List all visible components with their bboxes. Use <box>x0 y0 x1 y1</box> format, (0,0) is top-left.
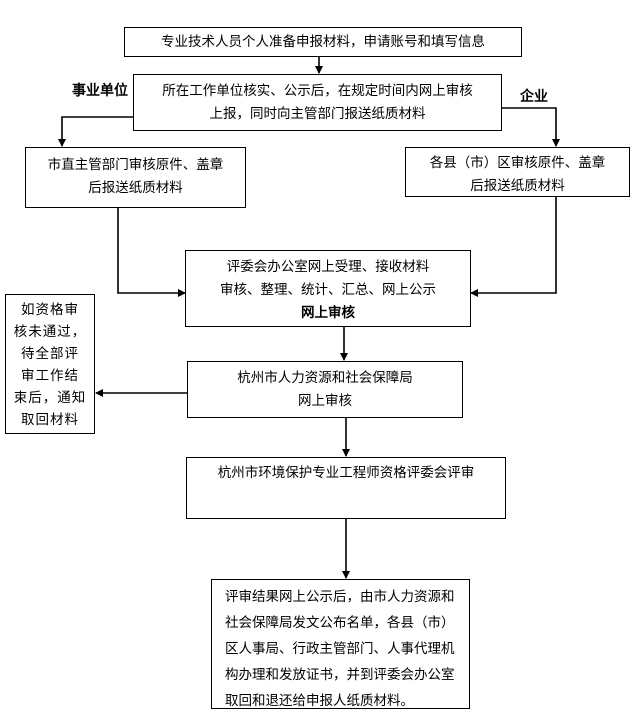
label-public-institution: 事业单位 <box>72 83 128 99</box>
step-result-line-2: 社会保障局发文公布名单，各县（市） <box>225 615 455 631</box>
note-failed-line-1: 如资格审 <box>21 302 79 318</box>
note-failed-line-6: 取回材料 <box>21 412 79 428</box>
note-qualification-failed: 如资格审 核未通过， 待全部评 审工作结 束后，通知 取回材料 <box>5 294 95 434</box>
step-unit-line-1: 所在工作单位核实、公示后，在规定时间内网上审核 <box>162 83 473 99</box>
step-result-line-5: 取回和退还给申报人纸质材料。 <box>225 693 414 709</box>
step-prepare-line-1: 专业技术人员个人准备申报材料，申请账号和填写信息 <box>161 34 485 50</box>
step-county-review: 各县（市）区审核原件、盖章 后报送纸质材料 <box>405 147 630 197</box>
note-failed-line-2: 核未通过， <box>13 324 87 340</box>
step-office-line-1: 评委会办公室网上受理、接收材料 <box>226 259 430 275</box>
arrow-unit-to-county <box>502 107 560 147</box>
step-result-line-1: 评审结果网上公示后，由市人力资源和 <box>225 589 455 605</box>
step-result-line-3: 区人事局、行政主管部门、人事代理机 <box>225 641 455 657</box>
step-unit-verification: 所在工作单位核实、公示后，在规定时间内网上审核 上报，同时向主管部门报送纸质材料 <box>133 74 502 131</box>
step-office-line-3: 网上审核 <box>301 305 355 321</box>
step-office-line-2: 审核、整理、统计、汇总、网上公示 <box>220 282 436 298</box>
arrow-direct-dept-to-office <box>117 208 186 297</box>
label-enterprise: 企业 <box>520 89 548 105</box>
step-direct-line-1: 市直主管部门审核原件、盖章 <box>47 157 224 173</box>
step-hr-bureau-review: 杭州市人力资源和社会保障局 网上审核 <box>187 361 463 418</box>
note-failed-line-3: 待全部评 <box>21 346 79 362</box>
step-county-line-2: 后报送纸质材料 <box>470 178 565 194</box>
note-failed-line-4: 审工作结 <box>21 368 79 384</box>
step-prepare-materials: 专业技术人员个人准备申报材料，申请账号和填写信息 <box>124 27 522 57</box>
arrow-county-to-office <box>470 197 557 297</box>
step-direct-dept-review: 市直主管部门审核原件、盖章 后报送纸质材料 <box>25 147 246 208</box>
step-committee-evaluation: 杭州市环境保护专业工程师资格评委会评审 <box>186 457 506 519</box>
step-result-publication: 评审结果网上公示后，由市人力资源和 社会保障局发文公布名单，各县（市） 区人事局… <box>211 579 470 709</box>
step-hr-line-2: 网上审核 <box>298 393 352 409</box>
step-unit-line-2: 上报，同时向主管部门报送纸质材料 <box>209 106 426 122</box>
step-county-line-1: 各县（市）区审核原件、盖章 <box>429 155 606 171</box>
step-result-line-4: 构办理和发放证书，并到评委会办公室 <box>225 667 455 683</box>
step-committee-line-1: 杭州市环境保护专业工程师资格评委会评审 <box>217 465 475 481</box>
arrow-unit-to-direct-dept <box>58 116 133 147</box>
note-failed-line-5: 束后，通知 <box>13 390 87 406</box>
step-direct-line-2: 后报送纸质材料 <box>88 180 183 196</box>
step-office-online-review: 评委会办公室网上受理、接收材料 审核、整理、统计、汇总、网上公示 网上审核 <box>185 250 471 327</box>
step-hr-line-1: 杭州市人力资源和社会保障局 <box>237 370 413 386</box>
